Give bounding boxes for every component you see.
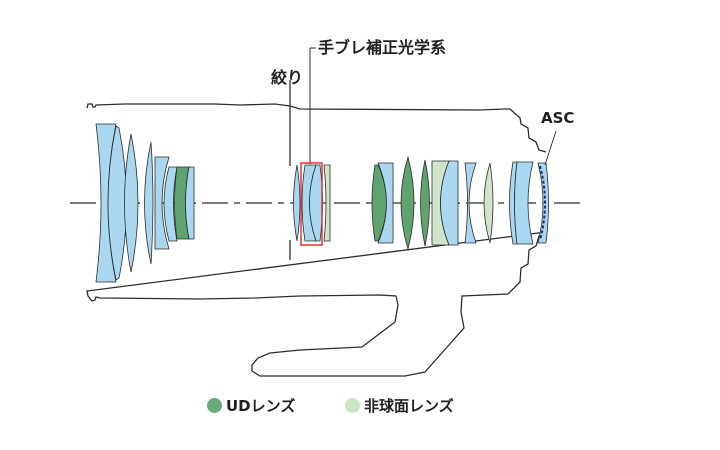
aperture-label: 絞り (271, 68, 304, 87)
legend-label: 非球面レンズ (364, 397, 454, 415)
lens-element (124, 133, 139, 273)
lens-element (107, 125, 127, 281)
image-stabilizer-highlight (300, 162, 323, 246)
lens-element (377, 162, 394, 244)
lens-element-aspherical (323, 164, 331, 242)
lens-element (464, 162, 477, 244)
aspherical-lens-swatch-icon (345, 398, 360, 413)
lens-element (440, 160, 459, 246)
lens-element (514, 161, 534, 245)
lens-element (154, 156, 170, 250)
asc-coating (539, 165, 546, 241)
legend-item-aspherical: 非球面レンズ (345, 395, 454, 416)
lens-element-ud (420, 159, 430, 247)
image-stabilizer-label: 手ブレ補正光学系 (318, 38, 447, 57)
lens-element (144, 141, 154, 265)
legend-label: UDレンズ (226, 397, 296, 415)
ud-lens-swatch-icon (207, 398, 222, 413)
asc-leader-line (544, 130, 557, 166)
lens-element (293, 164, 301, 242)
lens-element-ud (400, 155, 415, 251)
lens-element (185, 166, 195, 240)
lens-element-aspherical (483, 162, 494, 244)
asc-label: ASC (541, 109, 575, 127)
lens-barrel-outline (86, 103, 547, 377)
lens-element (163, 166, 178, 242)
legend-item-ud: UDレンズ (207, 395, 295, 416)
lens-element-asc (537, 162, 549, 244)
